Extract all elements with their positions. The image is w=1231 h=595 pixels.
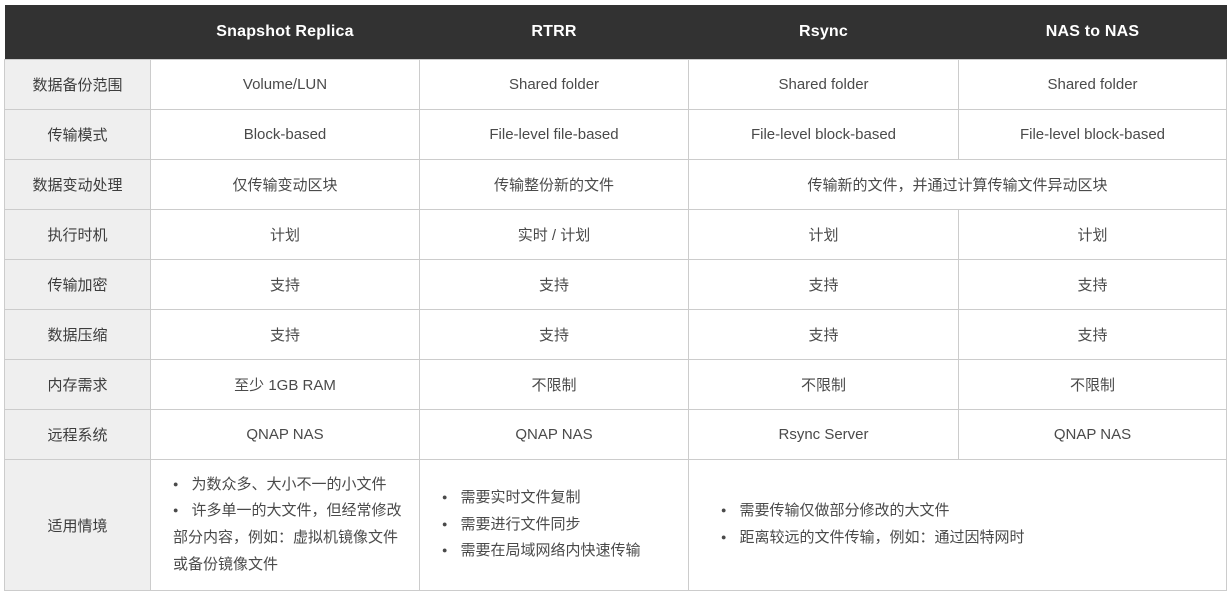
cell: 不限制 [688, 359, 959, 410]
cell: 支持 [688, 259, 959, 310]
row-change-handling: 数据变动处理 仅传输变动区块 传输整份新的文件 传输新的文件，并通过计算传输文件… [4, 159, 1227, 210]
row-label: 远程系统 [4, 409, 151, 460]
list-item: 为数众多、大小不一的小文件 [173, 472, 405, 499]
cell: 计划 [958, 209, 1227, 260]
row-memory-requirement: 内存需求 至少 1GB RAM 不限制 不限制 不限制 [4, 359, 1227, 410]
list-item: 需要在局域网络内快速传输 [442, 538, 674, 565]
row-remote-system: 远程系统 QNAP NAS QNAP NAS Rsync Server QNAP… [4, 409, 1227, 460]
cell: QNAP NAS [958, 409, 1227, 460]
cell: 支持 [958, 259, 1227, 310]
cell-merged: 传输新的文件，并通过计算传输文件异动区块 [688, 159, 1227, 210]
cell: Volume/LUN [150, 59, 420, 110]
cell: QNAP NAS [150, 409, 420, 460]
use-case-list: 需要实时文件复制 需要进行文件同步 需要在局域网络内快速传输 [428, 485, 680, 565]
cell: 仅传输变动区块 [150, 159, 420, 210]
row-use-cases: 适用情境 为数众多、大小不一的小文件 许多单一的大文件，但经常修改部分内容，例如… [4, 459, 1227, 591]
use-case-list: 需要传输仅做部分修改的大文件 距离较远的文件传输，例如：通过因特网时 [697, 498, 1218, 551]
list-item: 需要传输仅做部分修改的大文件 [721, 498, 1212, 525]
backup-methods-comparison-table: Snapshot Replica RTRR Rsync NAS to NAS 数… [4, 5, 1227, 591]
cell: Rsync Server [688, 409, 959, 460]
cell: 支持 [419, 259, 689, 310]
cell: 支持 [150, 259, 420, 310]
cell: Block-based [150, 109, 420, 160]
column-header-rtrr: RTRR [419, 5, 689, 60]
column-header-rsync: Rsync [688, 5, 959, 60]
row-label: 内存需求 [4, 359, 151, 410]
cell-use-cases-snapshot: 为数众多、大小不一的小文件 许多单一的大文件，但经常修改部分内容，例如：虚拟机镜… [150, 459, 420, 591]
row-execution-timing: 执行时机 计划 实时 / 计划 计划 计划 [4, 209, 1227, 260]
row-label: 执行时机 [4, 209, 151, 260]
row-transfer-encryption: 传输加密 支持 支持 支持 支持 [4, 259, 1227, 310]
column-header-empty [4, 5, 151, 60]
list-item: 需要进行文件同步 [442, 512, 674, 539]
row-label: 数据变动处理 [4, 159, 151, 210]
cell: 支持 [150, 309, 420, 360]
cell: Shared folder [419, 59, 689, 110]
cell: 支持 [958, 309, 1227, 360]
cell: Shared folder [688, 59, 959, 110]
row-label: 数据备份范围 [4, 59, 151, 110]
cell: 计划 [688, 209, 959, 260]
row-data-compression: 数据压缩 支持 支持 支持 支持 [4, 309, 1227, 360]
cell: 支持 [688, 309, 959, 360]
cell-use-cases-rtrr: 需要实时文件复制 需要进行文件同步 需要在局域网络内快速传输 [419, 459, 689, 591]
column-header-snapshot-replica: Snapshot Replica [150, 5, 420, 60]
row-label: 适用情境 [4, 459, 151, 591]
cell: File-level block-based [688, 109, 959, 160]
row-label: 传输模式 [4, 109, 151, 160]
column-header-nas-to-nas: NAS to NAS [958, 5, 1227, 60]
row-label: 传输加密 [4, 259, 151, 310]
cell: File-level file-based [419, 109, 689, 160]
cell: 不限制 [419, 359, 689, 410]
cell: 支持 [419, 309, 689, 360]
cell: 传输整份新的文件 [419, 159, 689, 210]
row-label: 数据压缩 [4, 309, 151, 360]
cell: QNAP NAS [419, 409, 689, 460]
cell-use-cases-rsync-nas: 需要传输仅做部分修改的大文件 距离较远的文件传输，例如：通过因特网时 [688, 459, 1227, 591]
cell: 计划 [150, 209, 420, 260]
row-backup-scope: 数据备份范围 Volume/LUN Shared folder Shared f… [4, 59, 1227, 110]
cell: Shared folder [958, 59, 1227, 110]
header-row: Snapshot Replica RTRR Rsync NAS to NAS [4, 5, 1227, 60]
cell: 不限制 [958, 359, 1227, 410]
list-item: 许多单一的大文件，但经常修改部分内容，例如：虚拟机镜像文件或备份镜像文件 [173, 498, 405, 578]
list-item: 距离较远的文件传输，例如：通过因特网时 [721, 525, 1212, 552]
cell: 至少 1GB RAM [150, 359, 420, 410]
row-transfer-mode: 传输模式 Block-based File-level file-based F… [4, 109, 1227, 160]
cell: File-level block-based [958, 109, 1227, 160]
list-item: 需要实时文件复制 [442, 485, 674, 512]
use-case-list: 为数众多、大小不一的小文件 许多单一的大文件，但经常修改部分内容，例如：虚拟机镜… [159, 472, 411, 579]
cell: 实时 / 计划 [419, 209, 689, 260]
